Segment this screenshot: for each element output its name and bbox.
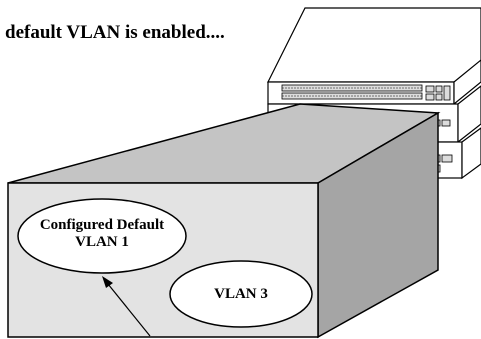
switch-bottom-side <box>461 127 481 180</box>
switch-top-ports <box>281 84 451 101</box>
vlan3-label: VLAN 3 <box>214 286 268 302</box>
pointer-arrow <box>102 276 151 337</box>
default-vlan-label-line2: VLAN 1 <box>75 234 129 250</box>
vlan3-ellipse <box>169 260 313 328</box>
switch-top-side <box>453 59 481 106</box>
default-vlan-label: Configured Default VLAN 1 <box>18 217 186 251</box>
switch-top-lid <box>267 7 481 83</box>
default-vlan-ellipse <box>17 198 187 274</box>
default-vlan-label-line1: Configured Default <box>39 217 165 233</box>
diagram-caption: default VLAN is enabled.... <box>5 22 225 43</box>
switch-middle-side <box>457 85 481 144</box>
arrow-head-icon <box>102 276 113 288</box>
